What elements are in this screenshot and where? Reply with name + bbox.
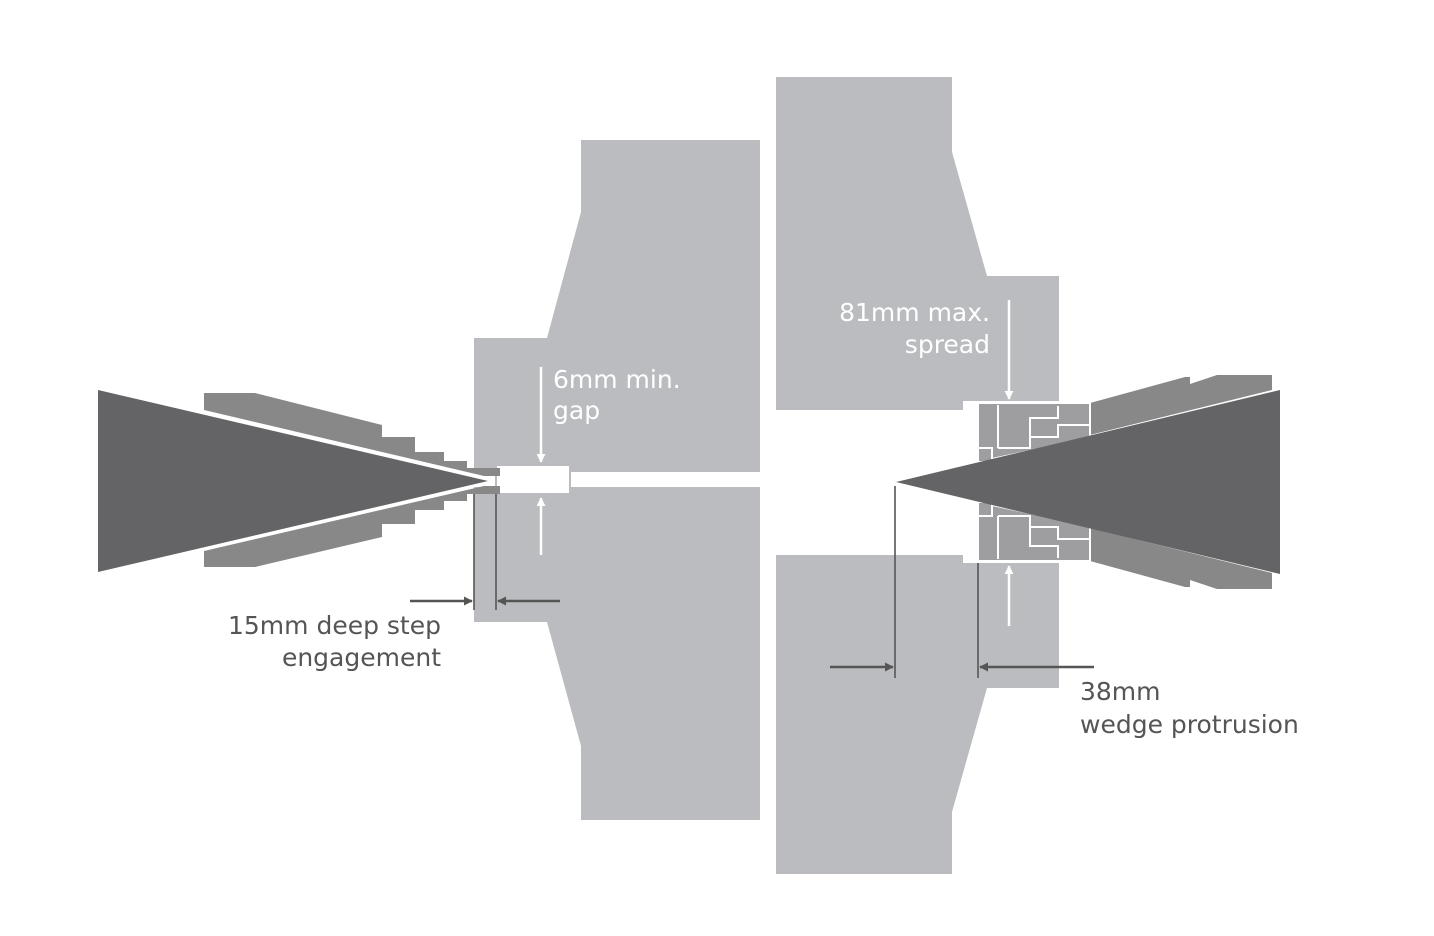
min-gap-insert (495, 464, 571, 495)
right-lower-block (776, 555, 1059, 874)
wedge-protrusion-label-line2: wedge protrusion (1080, 710, 1299, 739)
max-spread-label-line2: spread (905, 330, 990, 359)
right-wedge (896, 390, 1280, 574)
left-lower-jaw (204, 486, 500, 567)
min-gap-label-line1: 6mm min. (553, 365, 681, 394)
wedge-protrusion-label-line1: 38mm (1080, 677, 1161, 706)
right-lower-jaw-outer (1090, 528, 1272, 589)
left-upper-block (474, 140, 760, 472)
labels: 6mm min. gap 81mm max. spread 15mm deep … (228, 298, 1299, 739)
right-upper-block (776, 77, 1059, 410)
dimension-lines (410, 300, 1094, 678)
left-lower-block (474, 487, 760, 820)
right-assembly (776, 77, 1280, 874)
step-engagement-label-line1: 15mm deep step (228, 611, 441, 640)
min-gap-label-line2: gap (553, 396, 600, 425)
left-upper-jaw (204, 393, 500, 476)
step-engagement-label-line2: engagement (282, 643, 441, 672)
max-spread-label-line1: 81mm max. (839, 298, 990, 327)
right-upper-jaw-steps (997, 405, 1090, 449)
right-lower-jaw-steps (997, 515, 1090, 559)
left-assembly (98, 140, 760, 820)
left-wedge (98, 390, 488, 572)
right-upper-jaw-outer (1090, 375, 1272, 435)
